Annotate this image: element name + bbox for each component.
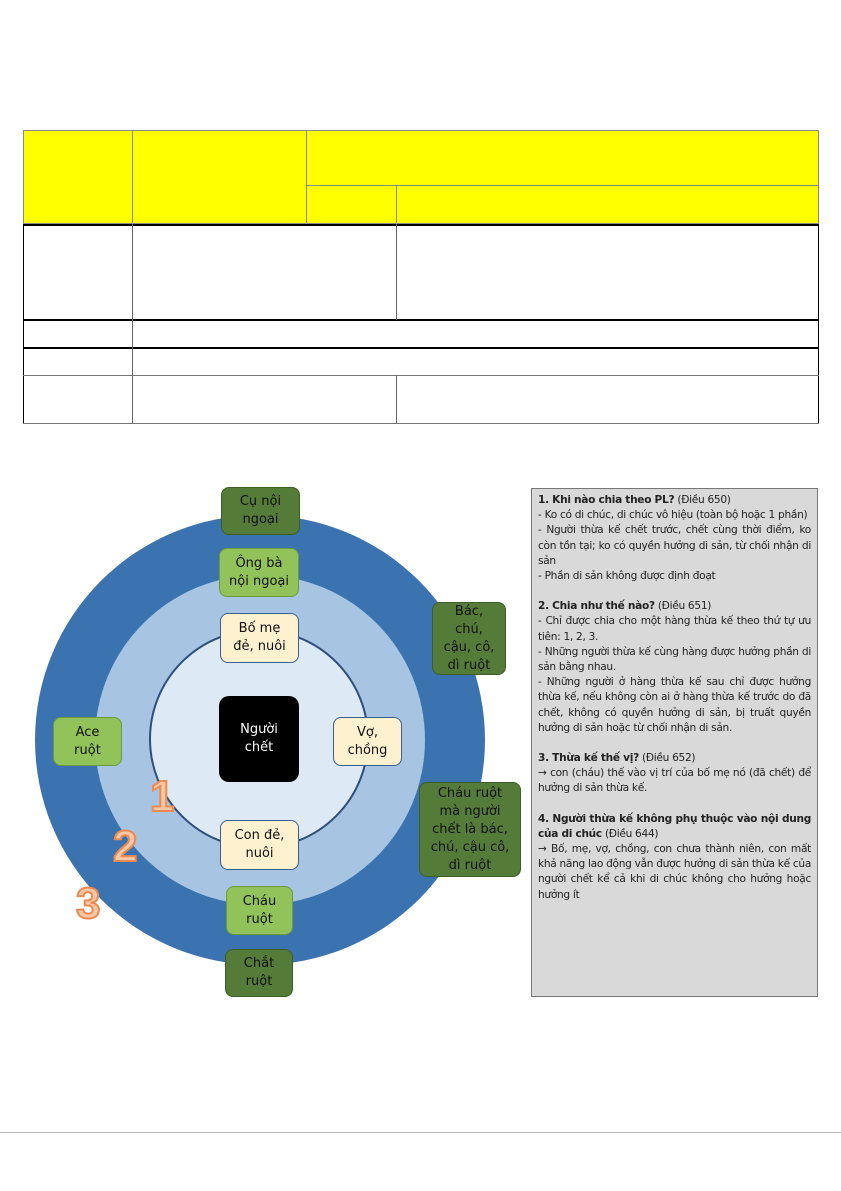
rank-number-2: 2 [112, 821, 139, 872]
note-item: - Những người ở hàng thừa kế sau chỉ đượ… [538, 676, 811, 734]
heading-text: 1. Khi nào chia theo PL? [538, 494, 675, 506]
box-deceased: Người chết [219, 696, 299, 782]
section-2-heading: 2. Chia như thế nào? (Điều 651) [538, 599, 811, 614]
footer-divider [0, 1132, 841, 1133]
table-header-col2 [132, 130, 307, 224]
rank-number-3: 3 [75, 878, 102, 929]
section-4-heading: 4. Người thừa kế không phụ thuộc vào nội… [538, 812, 811, 842]
col-divider [396, 375, 397, 424]
row-divider [23, 423, 819, 424]
section-1-heading: 1. Khi nào chia theo PL? (Điều 650) [538, 493, 811, 508]
table-row-1 [23, 224, 819, 424]
article-ref: (Điều 644) [601, 827, 659, 840]
col-divider [132, 224, 133, 424]
box-children: Con đẻ, nuôi [220, 820, 299, 870]
table-header-sub1 [306, 185, 397, 224]
rank-number-1: 1 [149, 771, 176, 822]
note-item: - Chỉ được chia cho một hàng thừa kế the… [538, 615, 811, 643]
row-divider [23, 319, 819, 321]
box-grandchildren: Cháu ruột [226, 886, 293, 935]
section-3-heading: 3. Thừa kế thế vị? (Điều 652) [538, 751, 811, 766]
note-item: → Bố, mẹ, vợ, chồng, con chưa thành niên… [538, 843, 812, 901]
col-divider [396, 224, 397, 320]
heading-text: 2. Chia như thế nào? [538, 600, 655, 613]
row-divider [23, 224, 819, 226]
table-header-col1 [23, 130, 133, 224]
box-grandparents: Ông bà nội ngoại [219, 548, 299, 597]
box-uncles-aunts: Bác, chú, cậu, cô, dì ruột [432, 602, 506, 675]
heading-text: 3. Thừa kế thế vị? [538, 752, 639, 765]
note-item: - Ko có di chúc, di chúc vô hiệu (toàn b… [538, 509, 808, 522]
notes-box: 1. Khi nào chia theo PL? (Điều 650) - Ko… [531, 488, 818, 997]
row-divider [23, 347, 819, 349]
table-header-sub2 [396, 185, 819, 224]
note-item: → con (cháu) thế vào vị trí của bố mẹ nó… [538, 767, 811, 795]
box-siblings: Ace ruột [53, 717, 122, 766]
article-ref: (Điều 650) [674, 494, 731, 506]
table-header-col3-top [306, 130, 819, 186]
note-item: - Những người thừa kế cùng hàng được hưở… [538, 645, 811, 674]
box-great-grandchildren: Chắt ruột [225, 949, 293, 997]
note-item: - Phần di sản không được định đoạt [538, 570, 716, 583]
heading-text: 4. Người thừa kế không phụ thuộc vào nội… [538, 812, 811, 840]
row-divider [23, 375, 819, 376]
note-item: - Người thừa kế chết trước, chết cùng th… [538, 524, 811, 567]
box-spouse: Vợ, chồng [333, 717, 402, 766]
article-ref: (Điều 651) [654, 600, 712, 613]
box-great-grandparents: Cụ nội ngoại [221, 487, 300, 535]
box-nephews-nieces: Cháu ruột mà người chết là bác, chú, cậu… [419, 782, 521, 877]
box-parents: Bố mẹ đẻ, nuôi [220, 613, 299, 663]
article-ref: (Điều 652) [638, 752, 696, 765]
